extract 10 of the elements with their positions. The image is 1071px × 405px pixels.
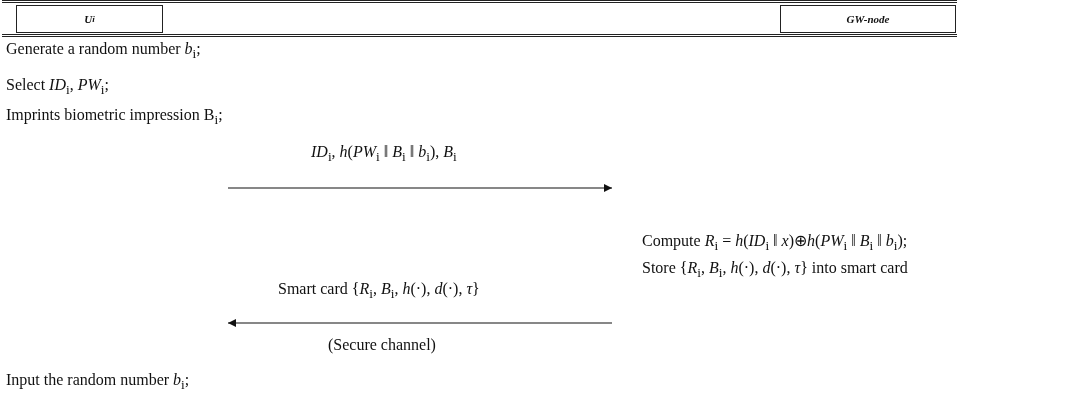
protocol-step-text: Compute R$_{i}$ = h(ID$_{i}$ ‖ x)⊕h(PW$_{i}$ ‖ B$_{i}$ ‖ b$_{i}$);	[642, 232, 908, 256]
participant-box: GW-node	[780, 5, 956, 33]
message-label: (Secure channel)	[328, 336, 436, 354]
protocol-step-text: Input the random number b$_{i}$;	[6, 371, 190, 395]
protocol-step-text: Store {R$_{i}$, B$_{i}$, h(·), d(·), τ} into smart card	[642, 259, 908, 283]
message-label: Smart card {R$_{i}$, B$_{i}$, h(·), d(·), τ}	[278, 280, 480, 304]
protocol-step-text: Imprints biometric impression B$_{i}$;	[6, 106, 223, 130]
message-label: ID$_{i}$, h(PW$_{i}$ ‖ B$_{i}$ ‖ b$_{i}$), B$_{i}$	[311, 143, 457, 167]
protocol-step-text: Select ID$_{i}$, PW$_{i}$;	[6, 76, 109, 100]
protocol-step-text: Generate a random number b$_{i}$;	[6, 40, 201, 64]
